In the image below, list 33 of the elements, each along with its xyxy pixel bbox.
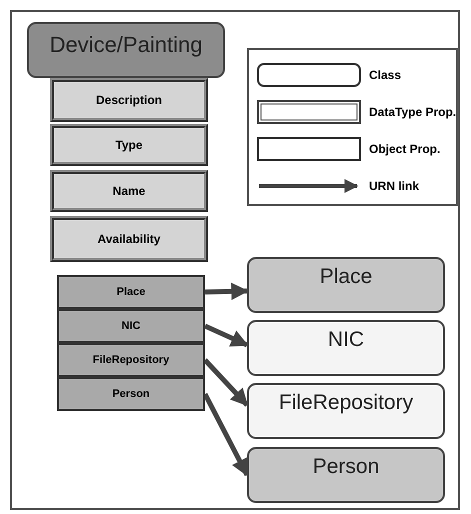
node-label: Place xyxy=(320,265,372,289)
object-property-box xyxy=(57,377,205,411)
object-property-box xyxy=(57,275,205,309)
node-label: NIC xyxy=(328,328,364,352)
object-property-box xyxy=(57,343,205,377)
class-box xyxy=(247,320,445,376)
node-label: FileRepository xyxy=(92,354,170,366)
class-box xyxy=(247,447,445,503)
datatype-property-box xyxy=(50,170,208,212)
node-label: Availability xyxy=(98,232,160,246)
arrow xyxy=(203,358,249,407)
class-box xyxy=(27,22,225,78)
object-property-box xyxy=(57,309,205,343)
node-label: Type xyxy=(115,138,143,152)
node-label: Description xyxy=(96,93,162,107)
datatype-property-box xyxy=(50,78,208,122)
legend-label: Object Prop. xyxy=(369,142,440,156)
node-label: Person xyxy=(112,388,150,400)
legend-label: DataType Prop. xyxy=(369,105,456,119)
node-label: FileRepository xyxy=(278,391,414,415)
class-box xyxy=(247,257,445,313)
node-label: Device/Painting xyxy=(50,32,202,58)
class-box xyxy=(247,383,445,439)
legend-label: URN link xyxy=(369,179,420,193)
node-label: NIC xyxy=(122,320,140,332)
node-label: Name xyxy=(112,184,146,198)
datatype-property-box xyxy=(50,124,208,166)
node-label: Place xyxy=(116,286,146,298)
node-label: Person xyxy=(312,455,380,479)
datatype-property-box xyxy=(50,216,208,262)
arrow xyxy=(204,282,249,300)
legend-label: Class xyxy=(369,68,402,82)
arrow xyxy=(204,324,249,348)
